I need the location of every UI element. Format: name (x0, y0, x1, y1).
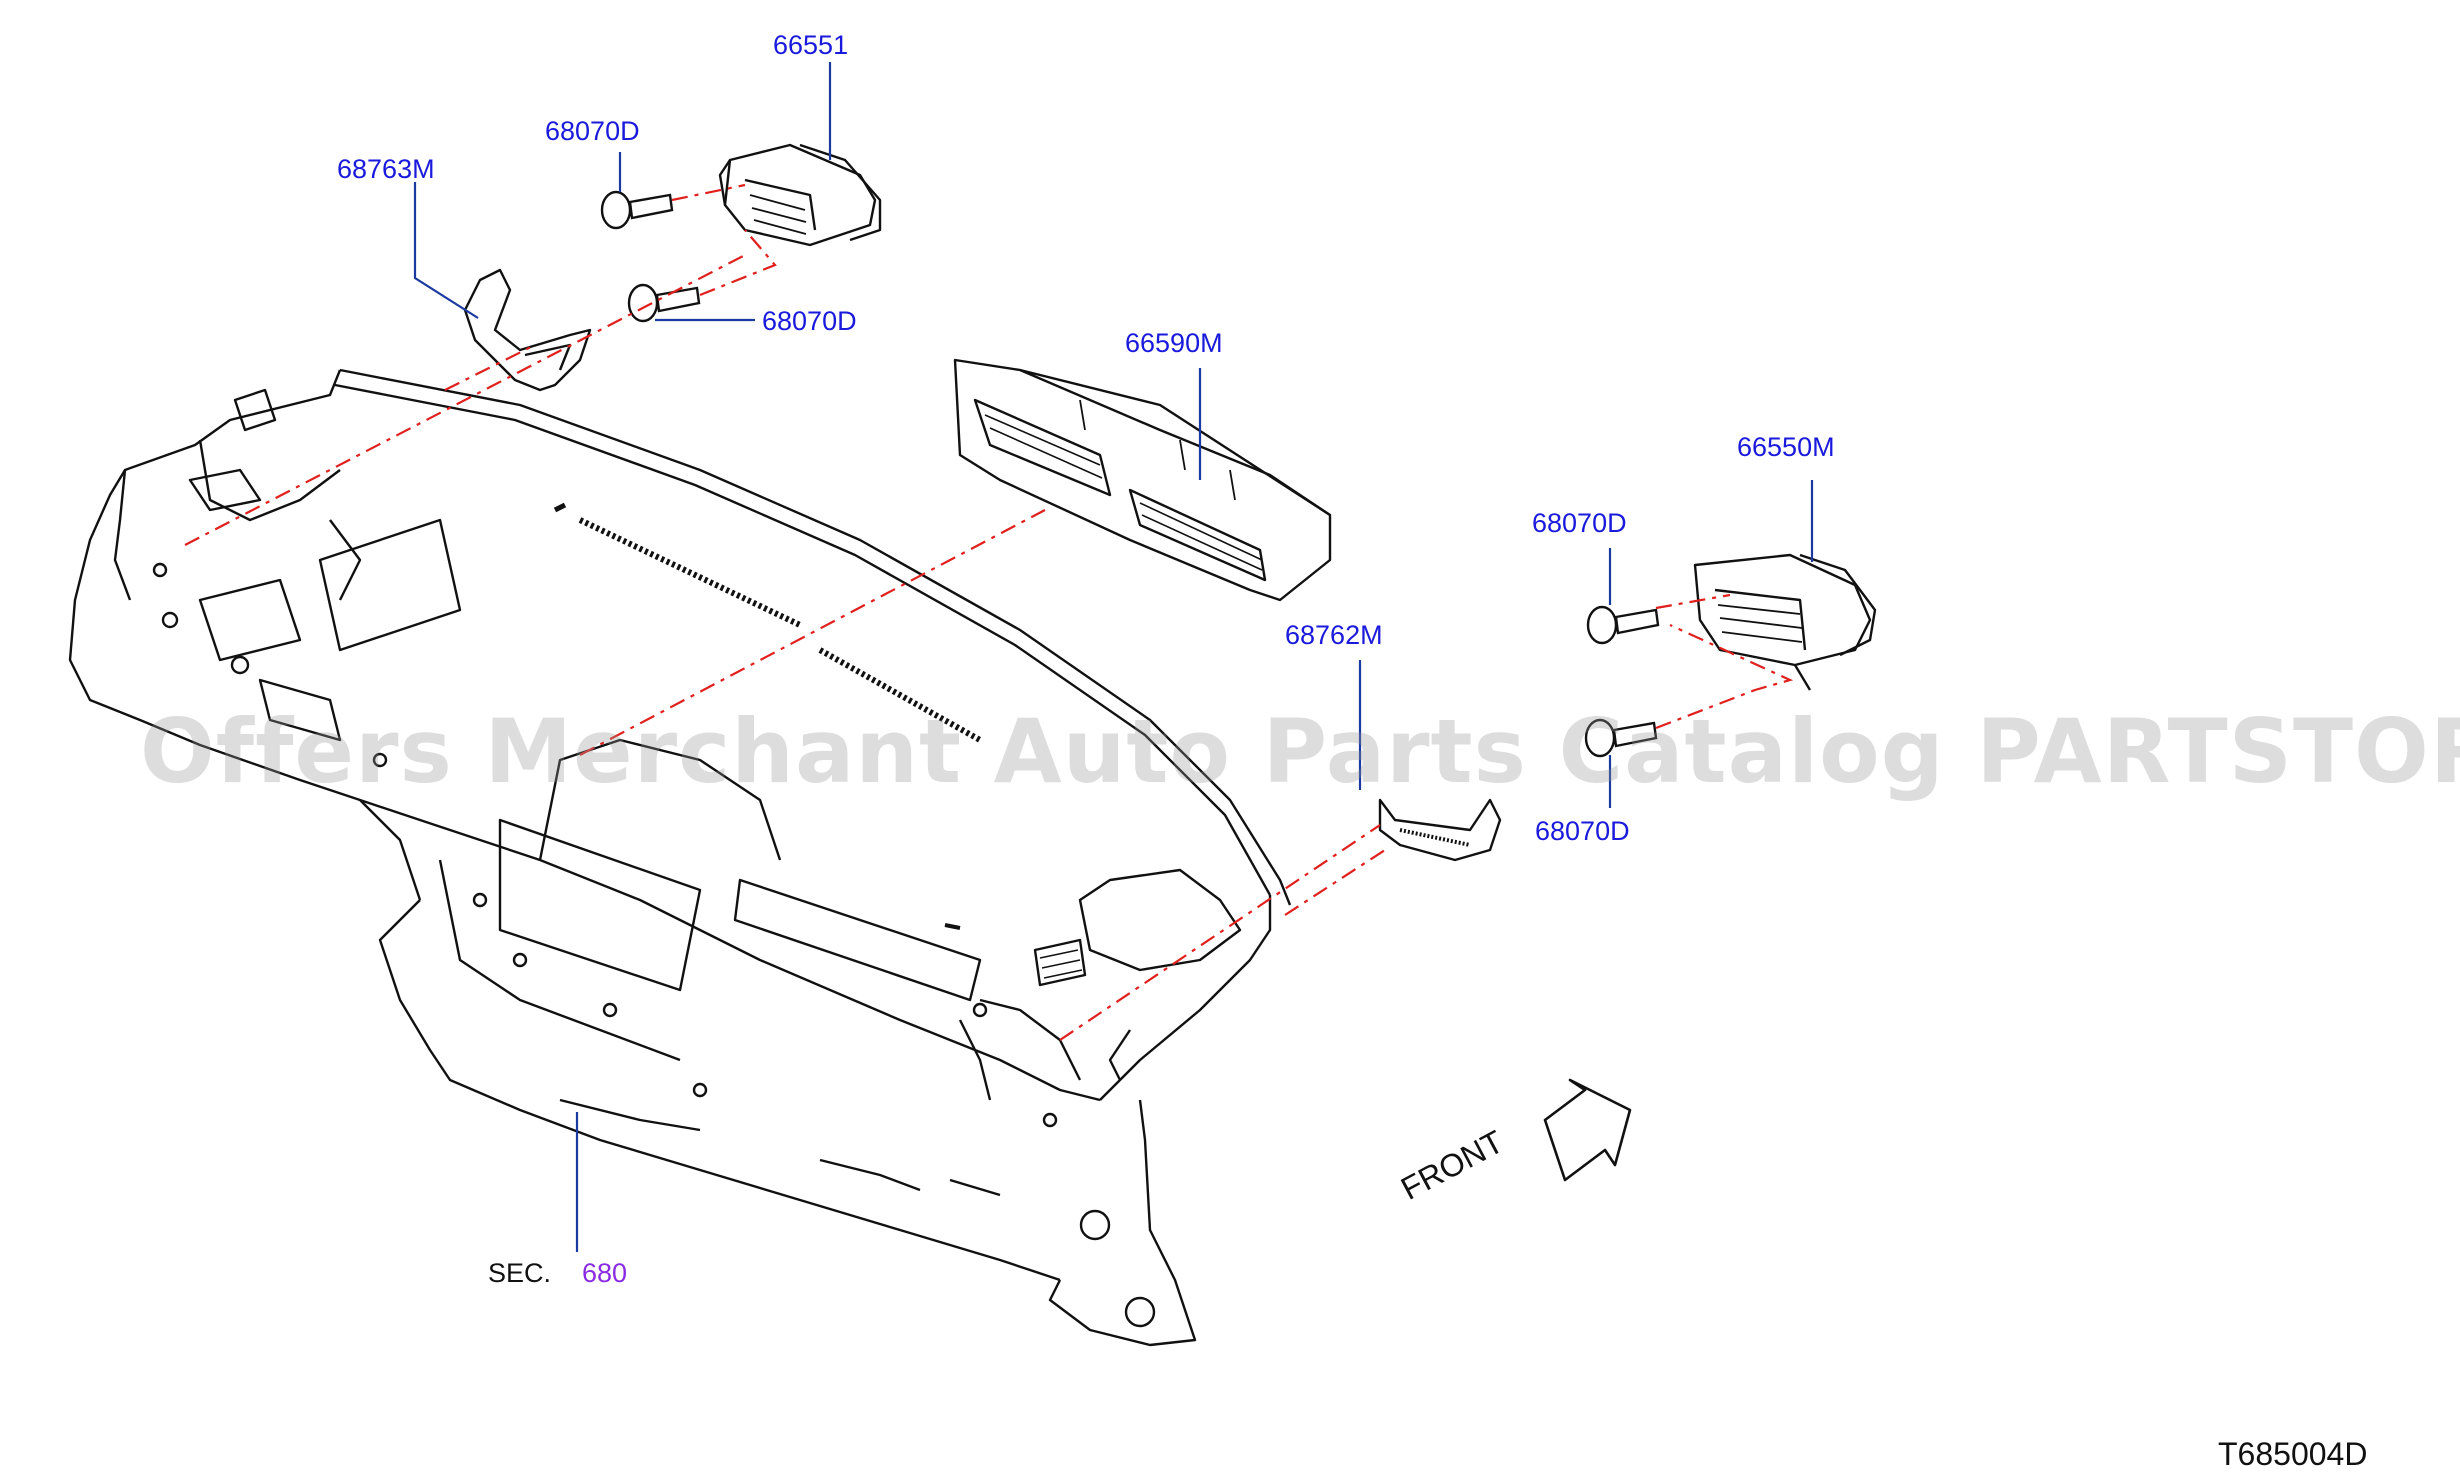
label-68070D-bottom: 68070D (1535, 816, 1630, 846)
bracket-68763M (463, 268, 592, 392)
screws-68070D (600, 190, 1660, 758)
screw-mid (627, 283, 701, 323)
bracket-68762M (1378, 798, 1502, 862)
front-arrow-icon (1543, 1078, 1632, 1182)
screw-top (600, 190, 674, 230)
section-prefix: SEC. (488, 1258, 552, 1288)
drawing-code: T685004D (2218, 1436, 2368, 1472)
center-vent-66590M (953, 358, 1332, 602)
label-68070D-right: 68070D (1532, 508, 1627, 538)
side-vent-66550M (1693, 553, 1877, 691)
label-66590M: 66590M (1125, 328, 1223, 358)
watermark: Offers Merchant Auto Parts Catalog PARTS… (140, 700, 2460, 803)
label-66551: 66551 (773, 30, 849, 60)
label-68070D-top: 68070D (545, 116, 640, 146)
section-link-680[interactable]: 680 (582, 1258, 628, 1288)
side-vent-66551 (718, 143, 882, 247)
screw-right (1586, 605, 1660, 645)
label-66550M: 66550M (1737, 432, 1835, 462)
alignment-lines (184, 183, 1794, 1041)
instrument-panel (68, 368, 1292, 1347)
screw-bottom (1584, 718, 1658, 758)
leader-lines (413, 62, 1814, 1252)
label-68070D-mid: 68070D (762, 306, 857, 336)
label-68763M: 68763M (337, 154, 435, 184)
label-68762M: 68762M (1285, 620, 1383, 650)
